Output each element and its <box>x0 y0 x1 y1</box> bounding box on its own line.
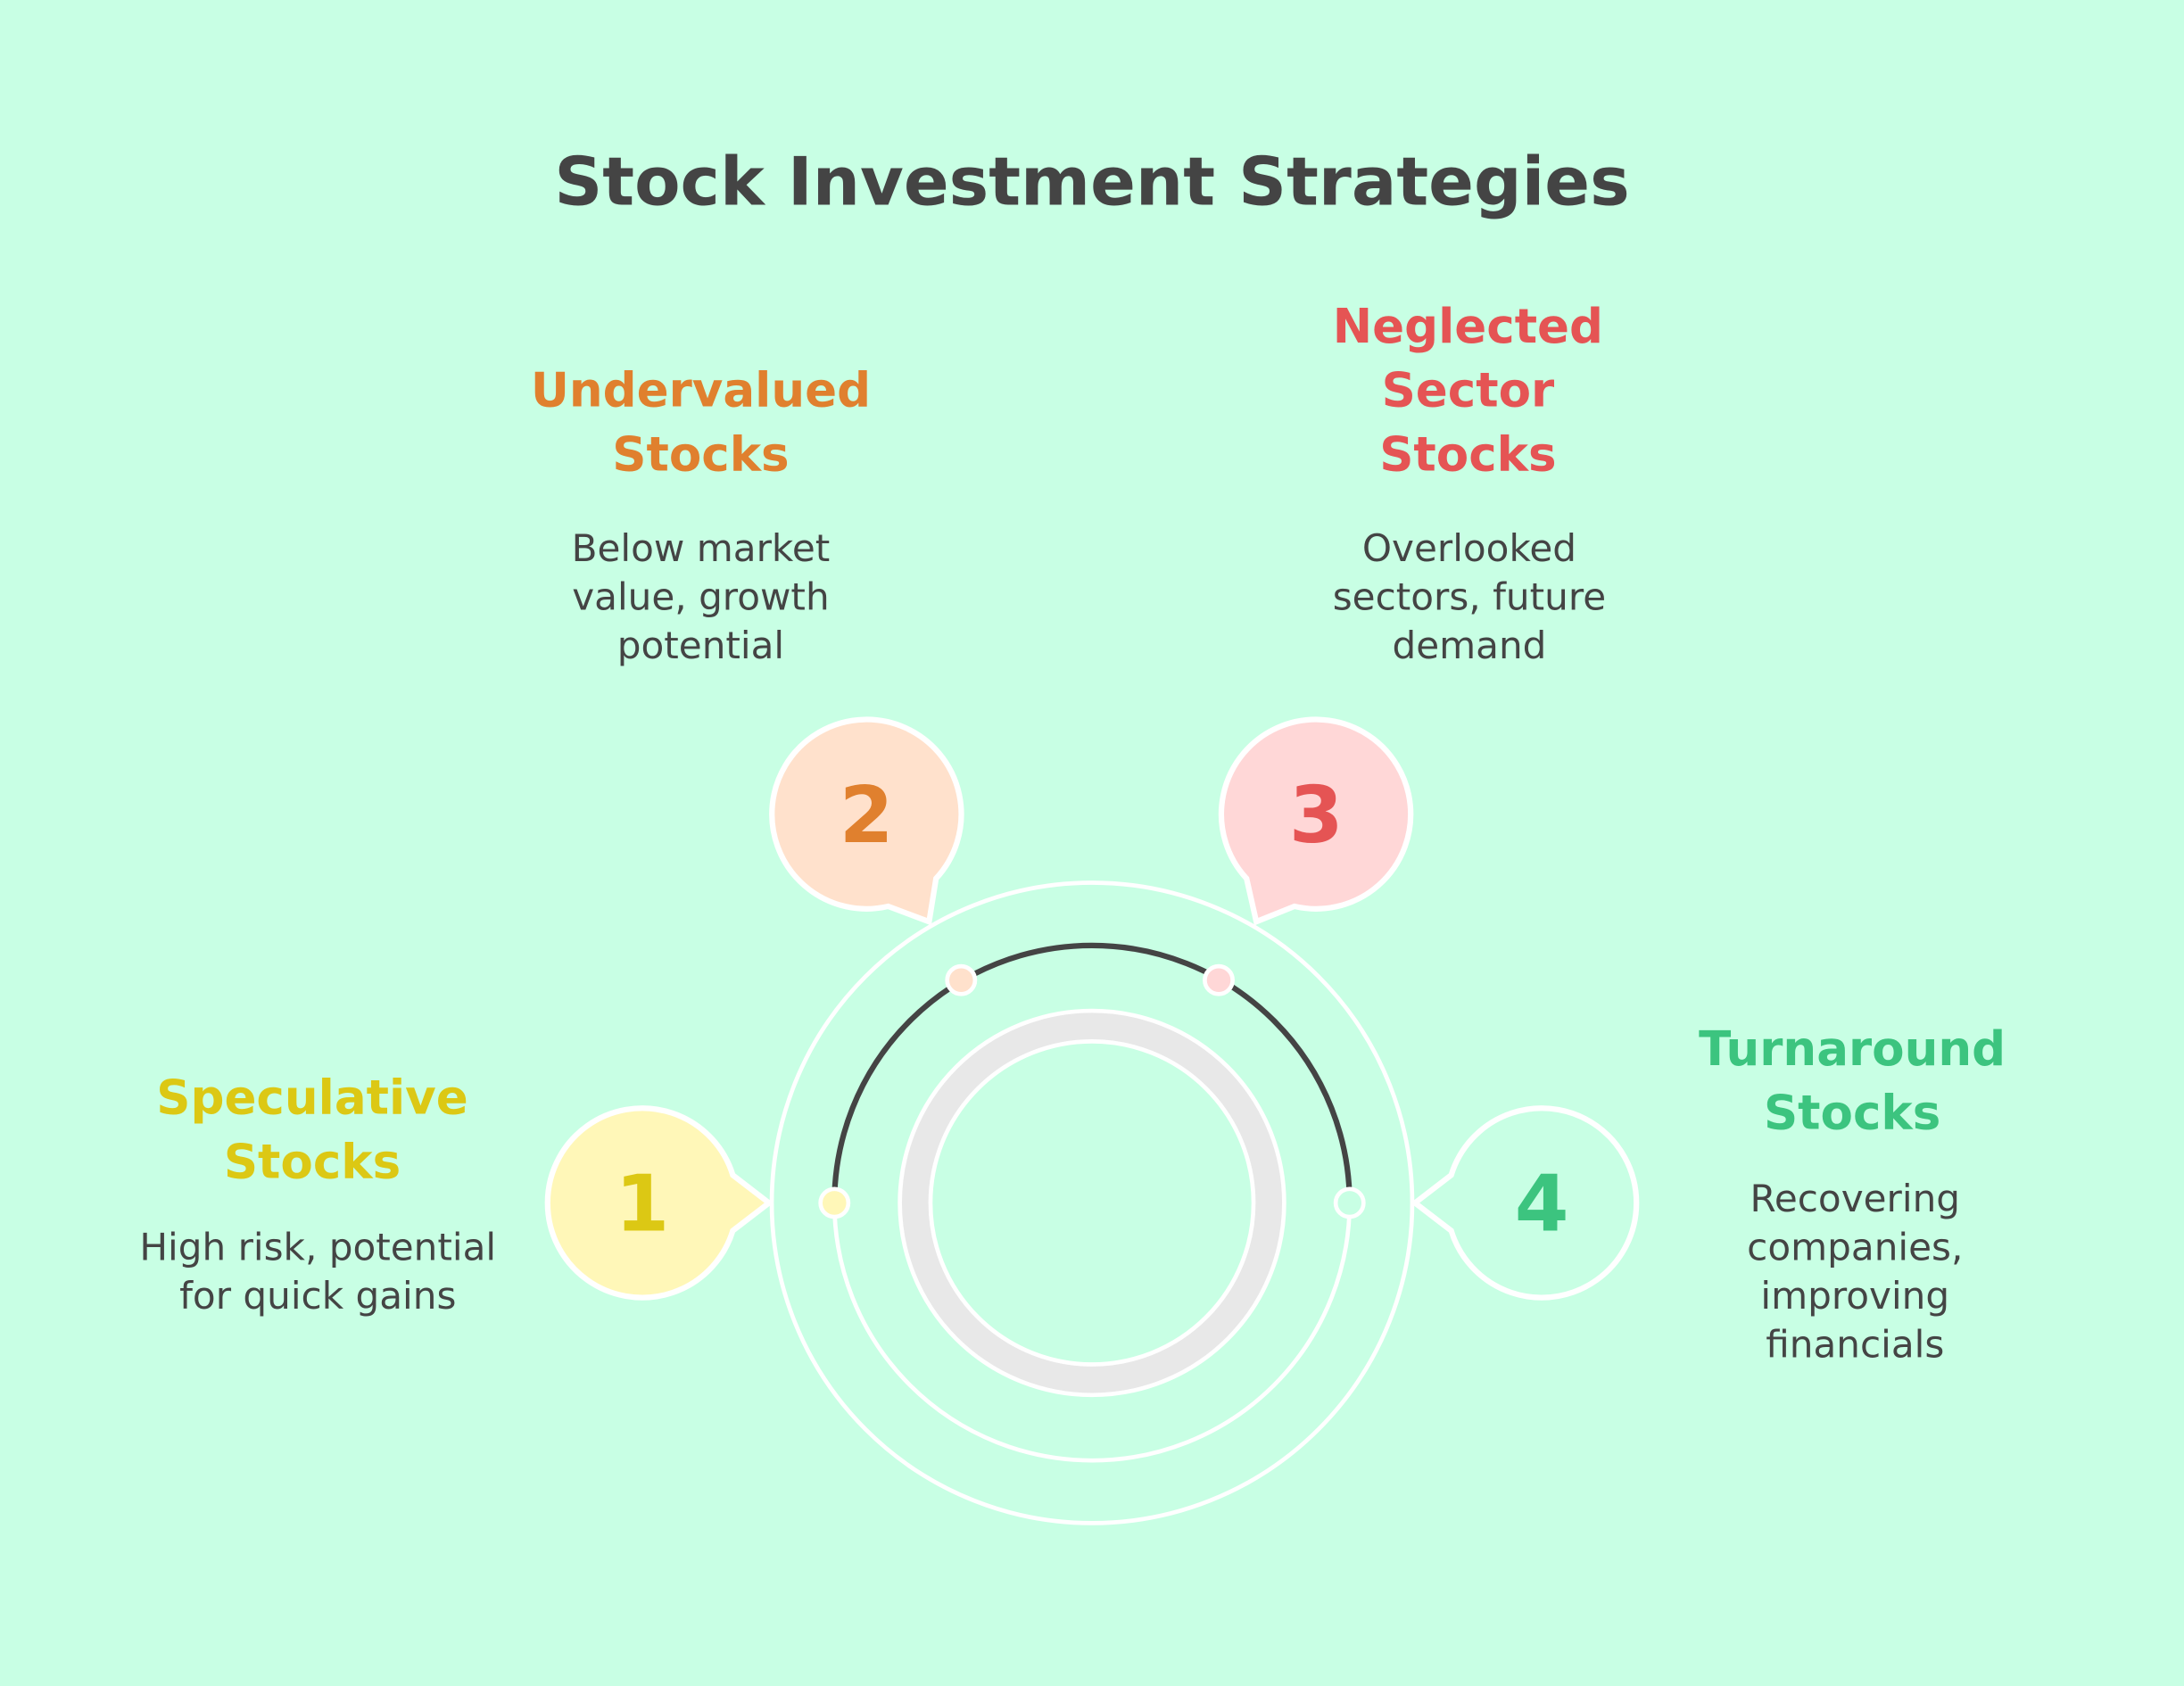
bubble-1: 1 <box>544 1105 774 1301</box>
gray-ring <box>899 1011 1285 1395</box>
marker-2 <box>945 963 978 996</box>
bubble-number: 2 <box>840 770 894 861</box>
bubble-2: 2 <box>769 716 964 926</box>
marker-4 <box>1333 1186 1366 1219</box>
bubble-number: 4 <box>1515 1159 1569 1250</box>
bubble-3: 3 <box>1218 716 1414 926</box>
bubble-number: 1 <box>615 1159 669 1250</box>
bubble-number: 3 <box>1289 770 1344 861</box>
marker-3 <box>1203 963 1235 996</box>
bubble-4: 4 <box>1410 1105 1640 1301</box>
gray-ring-outer-edge <box>898 1008 1286 1398</box>
page-title: Stock Investment Strategies <box>554 142 1629 220</box>
marker-1 <box>818 1186 851 1219</box>
progress-arc <box>831 942 1353 1203</box>
gray-ring-inner-edge <box>928 1039 1256 1367</box>
